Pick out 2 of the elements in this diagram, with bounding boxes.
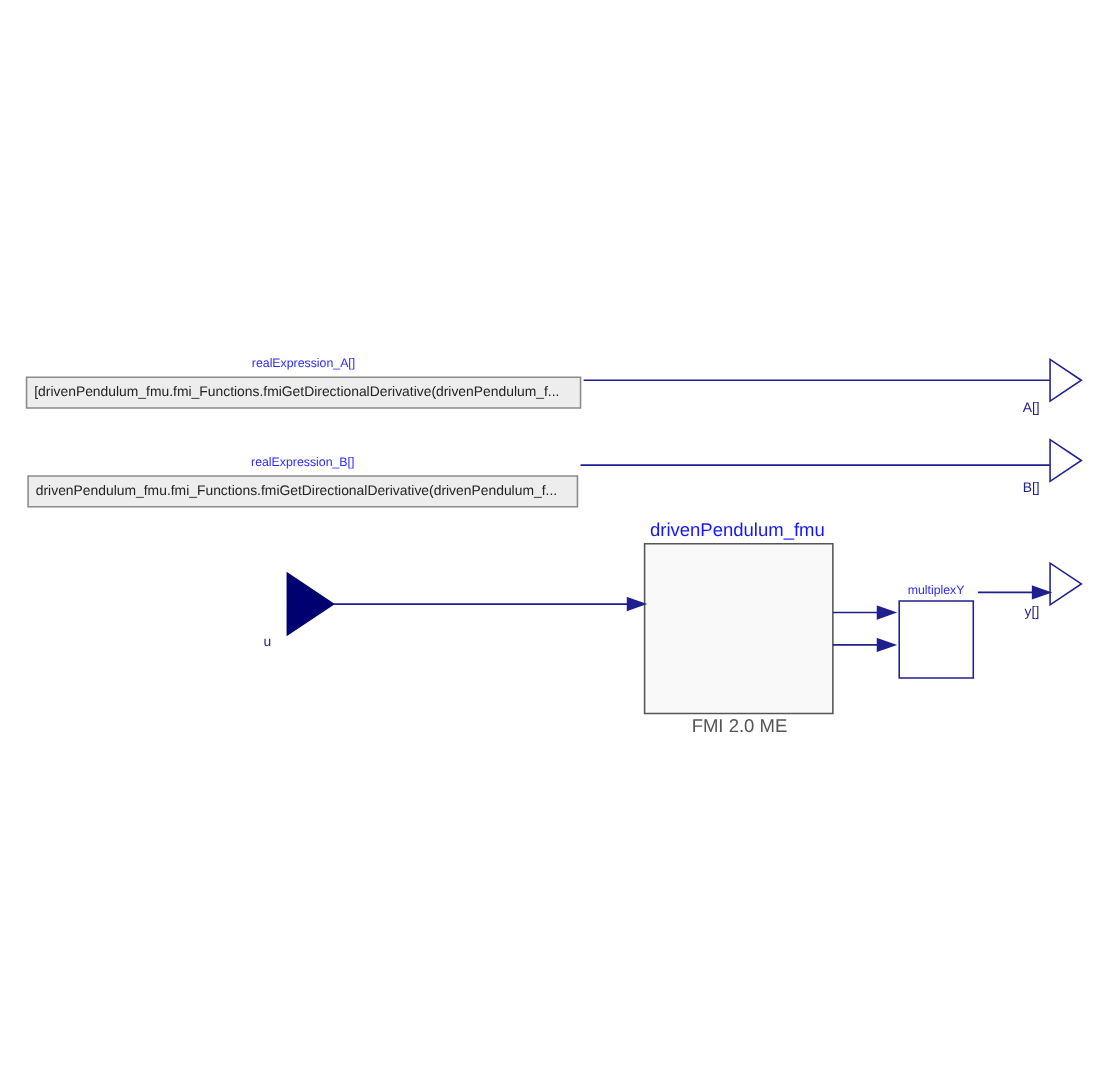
node-label: drivenPendulum_fmu — [649, 519, 825, 540]
node-label: FMI 2.0 ME — [691, 715, 788, 736]
